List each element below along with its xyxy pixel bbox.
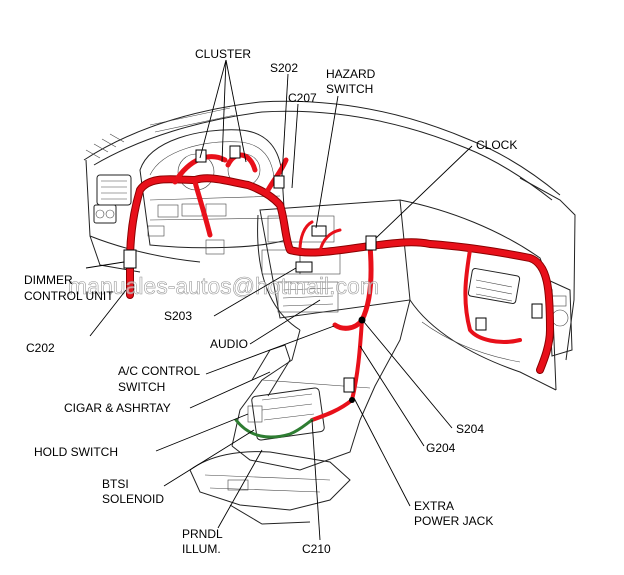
- label-dimmer-line2: CONTROL UNIT: [24, 289, 114, 303]
- label-s204: S204: [456, 422, 484, 436]
- label-c207: C207: [288, 91, 317, 105]
- label-extra-line2: POWER JACK: [414, 514, 493, 528]
- label-btsi-line2: SOLENOID: [102, 492, 164, 506]
- watermark-text: manuales-autos@hotmail.com: [68, 273, 379, 299]
- label-s202: S202: [270, 61, 298, 75]
- label-s203: S203: [164, 309, 192, 323]
- label-hazard-line1: HAZARD: [326, 67, 376, 81]
- label-ac-line2: SWITCH: [118, 380, 165, 394]
- label-g204: G204: [426, 441, 456, 455]
- callout-labels: CLUSTER S202 HAZARD SWITCH C207 CLOCK DI…: [24, 47, 517, 556]
- leader-lines: [85, 59, 473, 541]
- label-hazard-line2: SWITCH: [326, 82, 373, 96]
- wiring-harness: [123, 145, 554, 439]
- label-audio: AUDIO: [210, 337, 248, 351]
- dashboard-outline: [83, 100, 576, 525]
- label-dimmer-line1: DIMMER: [24, 273, 73, 287]
- label-c202: C202: [26, 341, 55, 355]
- label-prndl-line2: ILLUM.: [182, 542, 221, 556]
- label-cluster: CLUSTER: [195, 47, 251, 61]
- label-cigar: CIGAR & ASHRTAY: [64, 401, 171, 415]
- label-ac-line1: A/C CONTROL: [118, 364, 200, 378]
- label-c210: C210: [302, 542, 331, 556]
- label-clock: CLOCK: [476, 138, 517, 152]
- label-extra-line1: EXTRA: [414, 499, 454, 513]
- label-prndl-line1: PRNDL: [182, 527, 223, 541]
- label-hold-switch: HOLD SWITCH: [34, 445, 118, 459]
- label-btsi-line1: BTSI: [102, 477, 129, 491]
